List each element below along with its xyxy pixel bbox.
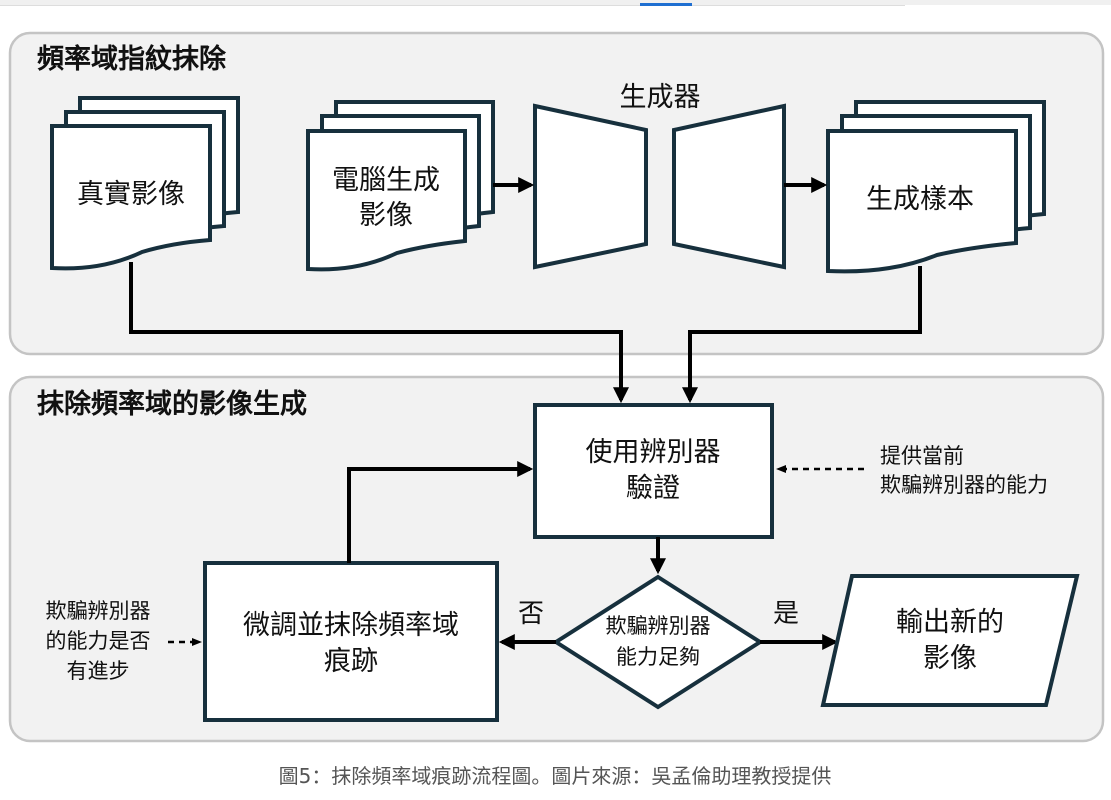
verify-label-line1: 使用辨別器 [586,437,721,468]
panel-title-bottom: 抹除頻率域的影像生成 [37,388,307,420]
top-bar [0,0,1111,5]
generator-decoder-shape [672,103,786,270]
note-right-line2: 欺騙辨別器的能力 [880,473,1048,497]
top-bar-accent [640,3,692,6]
note-left-line1: 欺騙辨別器 [46,599,151,623]
note-right-line1: 提供當前 [880,444,964,468]
decision-label-line2: 能力足夠 [616,645,700,669]
note-left-line2: 的能力是否 [46,629,151,653]
arrow-finetune-to-verify [347,461,534,563]
generator-label: 生成器 [620,82,701,113]
figure-caption: 圖5：抹除頻率域痕跡流程圖。圖片來源：吳孟倫助理教授提供 [279,764,832,788]
generated-samples-label: 生成樣本 [866,184,974,215]
real-images-label: 真實影像 [77,179,185,210]
finetune-label-line2: 痕跡 [324,646,378,677]
finetune-label-line1: 微調並抹除頻率域 [243,610,459,641]
output-label-line1: 輸出新的 [896,607,1004,638]
note-left-line3: 有進步 [67,659,130,683]
output-label-line2: 影像 [923,643,977,674]
decision-diamond [552,574,764,710]
output-parallelogram [820,574,1080,707]
computer-generated-document-stack [306,100,495,272]
arrow-real-to-verify [129,262,629,404]
decision-label-line1: 欺騙辨別器 [606,614,711,638]
panel-title-top: 頻率域指紋抹除 [37,43,227,75]
finetune-box [203,561,499,722]
arrow-samples-to-verify [682,266,922,404]
generator-encoder-shape [533,103,648,270]
top-bar-rule [0,5,905,6]
computer-generated-label-line1: 電腦生成 [332,165,440,196]
real-images-document-stack [50,96,240,271]
computer-generated-label-line2: 影像 [359,200,413,231]
edge-label-yes: 是 [773,599,799,629]
verify-label-line2: 驗證 [626,473,680,504]
edge-label-no: 否 [518,599,544,629]
verify-discriminator-box [533,403,774,539]
generated-samples-document-stack [826,100,1046,274]
